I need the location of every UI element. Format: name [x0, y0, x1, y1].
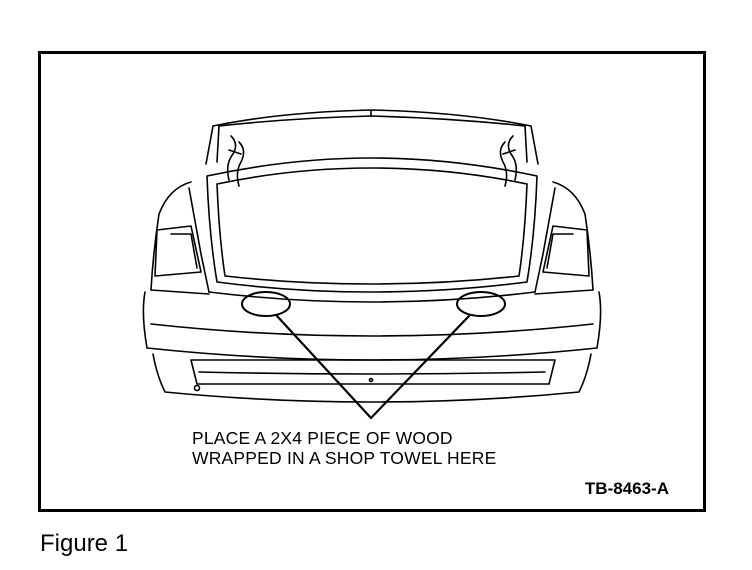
leader-lines — [275, 314, 471, 420]
car-rear-trunk-illustration — [142, 109, 602, 420]
callout-line-2: WRAPPED IN A SHOP TOWEL HERE — [192, 448, 497, 468]
figure-frame: PLACE A 2X4 PIECE OF WOOD WRAPPED IN A S… — [38, 51, 706, 512]
figure-caption: Figure 1 — [40, 530, 129, 557]
hinge-right — [499, 135, 518, 187]
hinge-left — [226, 135, 245, 187]
placement-marker-left — [241, 291, 291, 317]
reference-code: TB-8463-A — [584, 479, 669, 498]
callout-line-1: PLACE A 2X4 PIECE OF WOOD — [192, 428, 453, 448]
trunk-lid — [205, 109, 539, 165]
rear-bumper — [142, 291, 602, 403]
callout-label: PLACE A 2X4 PIECE OF WOOD WRAPPED IN A S… — [192, 428, 496, 468]
trunk-opening — [206, 157, 538, 293]
car-body — [150, 181, 594, 303]
placement-marker-right — [456, 291, 506, 317]
